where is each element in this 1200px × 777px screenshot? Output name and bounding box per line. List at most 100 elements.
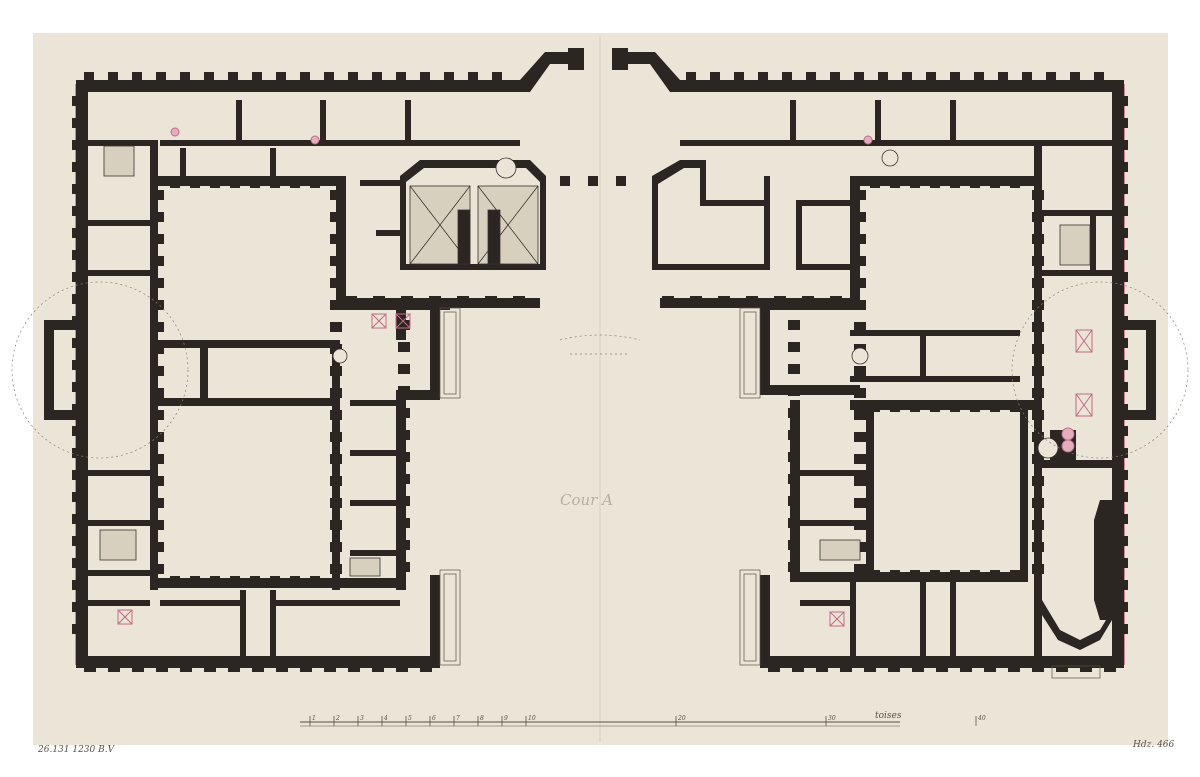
court-pier — [788, 430, 800, 440]
facade-pier — [974, 72, 984, 86]
court-pier — [990, 570, 1000, 580]
court-pier — [152, 344, 164, 354]
court-pier — [152, 432, 164, 442]
court-pier — [330, 234, 342, 244]
court-pier — [854, 432, 866, 442]
court-pier — [1010, 402, 1020, 412]
court-pier — [330, 256, 342, 266]
court-pier — [345, 296, 357, 308]
court-pier — [152, 498, 164, 508]
court-pier — [330, 278, 342, 288]
facade-pier — [758, 72, 768, 86]
facade-pier — [72, 162, 86, 172]
facade-pier — [108, 72, 118, 86]
court-pier — [854, 212, 866, 222]
court-pier — [398, 430, 410, 440]
facade-pier — [72, 404, 86, 414]
facade-pier — [72, 206, 86, 216]
court-pier — [1010, 570, 1020, 580]
court-pier — [152, 212, 164, 222]
court-pier — [1032, 344, 1044, 354]
facade-pier — [1114, 316, 1128, 326]
court-pier — [970, 178, 980, 188]
facade-pier — [1114, 404, 1128, 414]
court-pier — [854, 366, 866, 376]
facade-pier — [420, 72, 430, 86]
court-pier — [250, 178, 260, 188]
court-pier — [1032, 256, 1044, 266]
court-pier — [1032, 388, 1044, 398]
facade-pier — [228, 72, 238, 86]
facade-pier — [912, 660, 924, 672]
court-pier — [788, 452, 800, 462]
facade-pier — [348, 72, 358, 86]
facade-pier — [72, 316, 86, 326]
facade-pier — [132, 660, 144, 672]
facade-pier — [324, 660, 336, 672]
facade-pier — [950, 72, 960, 86]
facade-pier — [72, 96, 86, 106]
court-pier — [398, 562, 410, 572]
court-label: Cour A — [560, 491, 613, 509]
court-pier — [485, 296, 497, 308]
facade-pier — [1114, 602, 1128, 612]
court-pier — [854, 454, 866, 464]
court-pier — [398, 408, 410, 418]
court-pier — [870, 402, 880, 412]
court-pier — [398, 474, 410, 484]
court-pier — [210, 178, 220, 188]
court-pier — [152, 366, 164, 376]
facade-pier — [710, 72, 720, 86]
facade-pier — [72, 184, 86, 194]
facade-pier — [252, 660, 264, 672]
scale-tick-label: 6 — [432, 715, 436, 722]
court-pier — [718, 296, 730, 308]
facade-pier — [72, 492, 86, 502]
court-pier — [398, 540, 410, 550]
court-pier — [330, 498, 342, 508]
court-pier — [398, 364, 410, 374]
court-pier — [290, 178, 300, 188]
court-pier — [788, 518, 800, 528]
scale-tick-label: 8 — [480, 715, 484, 722]
facade-pier — [180, 72, 190, 86]
facade-pier — [72, 536, 86, 546]
court-pier — [1032, 476, 1044, 486]
court-pier — [854, 564, 866, 574]
court-pier — [854, 300, 866, 310]
facade-pier — [72, 272, 86, 282]
facade-pier — [1114, 140, 1128, 150]
court-pier — [788, 364, 800, 374]
facade-pier — [1114, 558, 1128, 568]
facade-pier — [72, 624, 86, 634]
court-pier — [950, 570, 960, 580]
court-pier — [270, 178, 280, 188]
facade-pier — [156, 660, 168, 672]
court-pier — [398, 342, 410, 352]
court-pier — [930, 178, 940, 188]
court-pier — [1032, 190, 1044, 200]
court-pier — [398, 496, 410, 506]
court-pier — [330, 300, 342, 310]
court-pier — [190, 576, 200, 586]
court-pier — [1032, 432, 1044, 442]
facade-pier — [1114, 360, 1128, 370]
court-pier — [330, 322, 342, 332]
scale-tick-label: 10 — [528, 715, 536, 722]
facade-pier — [984, 660, 996, 672]
facade-pier — [1114, 338, 1128, 348]
facade-pier — [1032, 660, 1044, 672]
facade-pier — [782, 72, 792, 86]
scale-unit-label: toises — [875, 711, 902, 721]
court-pier — [1032, 322, 1044, 332]
facade-pier — [1114, 470, 1128, 480]
facade-pier — [204, 660, 216, 672]
court-pier — [1032, 564, 1044, 574]
facade-pier — [888, 660, 900, 672]
facade-pier — [72, 338, 86, 348]
facade-pier — [840, 660, 852, 672]
court-pier — [152, 278, 164, 288]
court-pier — [152, 542, 164, 552]
court-pier — [890, 570, 900, 580]
facade-pier — [854, 72, 864, 86]
